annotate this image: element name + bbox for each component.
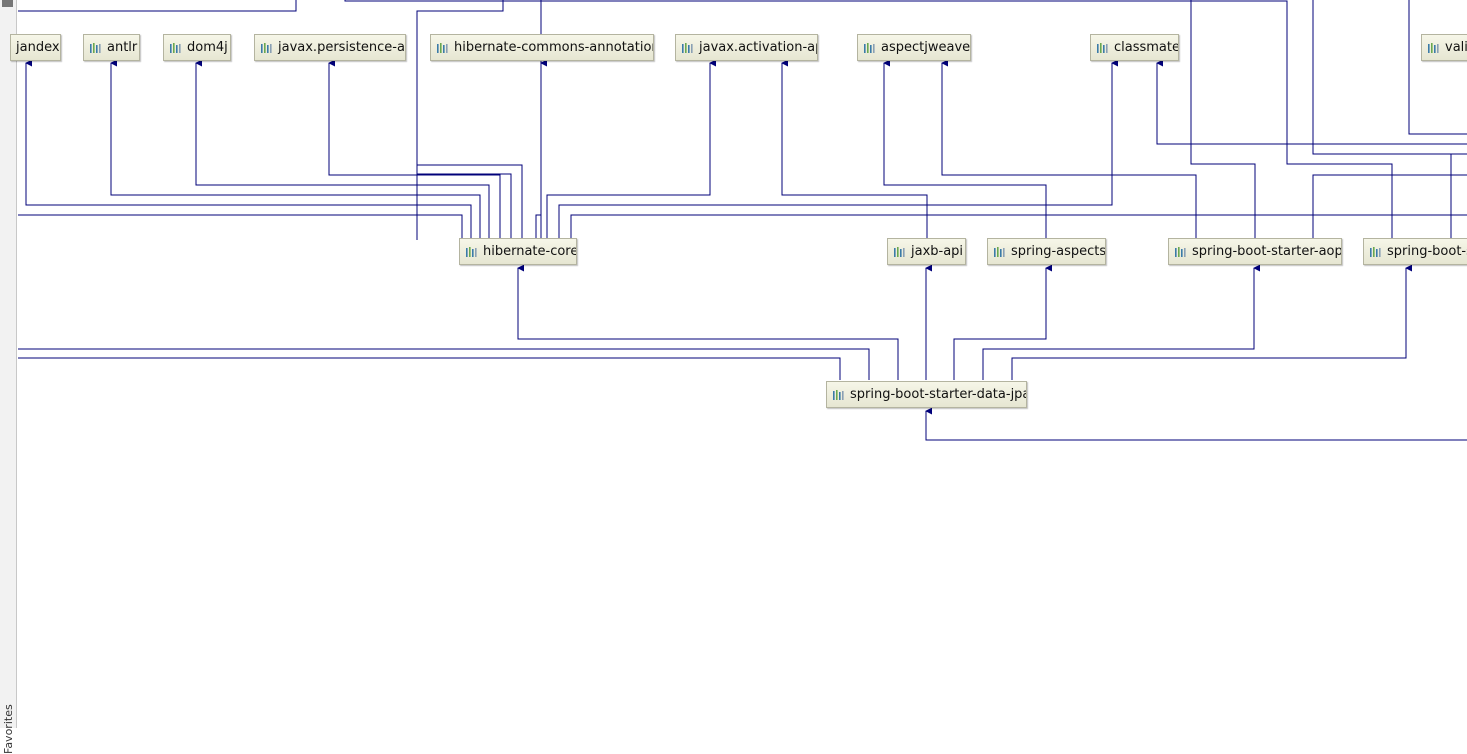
library-bars-icon	[1369, 246, 1383, 258]
library-bars-icon	[465, 246, 479, 258]
library-bars-icon	[993, 246, 1007, 258]
node-label: vali	[1445, 40, 1467, 55]
library-bars-icon	[89, 42, 103, 54]
library-bars-icon	[1427, 42, 1441, 54]
edge	[417, 164, 523, 240]
edge	[558, 59, 1119, 240]
edge	[781, 59, 928, 240]
edge	[18, 357, 841, 380]
strip-tab-marker	[2, 0, 13, 7]
node-spring-boot-starter-aop[interactable]: spring-boot-starter-aop	[1168, 238, 1342, 265]
edge	[941, 59, 1197, 240]
library-bars-icon	[832, 389, 846, 401]
library-bars-icon	[893, 246, 907, 258]
edge	[328, 59, 501, 240]
edge	[416, 164, 512, 240]
edge	[416, 0, 504, 240]
node-label: jandex	[16, 40, 60, 55]
node-spring-boot-partial[interactable]: spring-boot-s	[1363, 238, 1467, 265]
node-jandex[interactable]: jandex	[10, 34, 61, 61]
node-label: spring-boot-starter-data-jpa	[850, 387, 1027, 402]
edge	[1156, 59, 1467, 145]
node-javax-activation-api[interactable]: javax.activation-api	[675, 34, 818, 61]
edge	[535, 59, 548, 240]
edge	[953, 264, 1053, 380]
library-bars-icon	[169, 42, 183, 54]
node-label: spring-boot-s	[1387, 244, 1467, 259]
node-label: spring-aspects	[1011, 244, 1106, 259]
node-spring-aspects[interactable]: spring-aspects	[987, 238, 1106, 265]
node-label: antlr	[107, 40, 138, 55]
edge	[25, 59, 472, 240]
edge	[570, 214, 1467, 240]
node-label: dom4j	[187, 40, 228, 55]
node-antlr[interactable]: antlr	[83, 34, 140, 61]
library-bars-icon	[1096, 42, 1110, 54]
edge	[982, 264, 1261, 380]
edge	[517, 264, 899, 380]
node-spring-boot-starter-data-jpa[interactable]: spring-boot-starter-data-jpa	[826, 381, 1027, 408]
library-bars-icon	[863, 42, 877, 54]
library-bars-icon	[1174, 246, 1188, 258]
edge	[110, 59, 481, 240]
node-dom4j[interactable]: dom4j	[163, 34, 231, 61]
node-hibernate-core[interactable]: hibernate-core	[459, 238, 577, 265]
edge	[925, 407, 1467, 441]
node-label: javax.persistence-api	[278, 40, 406, 55]
edge	[1190, 0, 1256, 240]
node-label: jaxb-api	[911, 244, 964, 259]
favorites-side-strip: Favorites	[0, 0, 17, 754]
edge	[18, 0, 297, 12]
edge	[195, 59, 490, 240]
edge	[1011, 264, 1413, 380]
edge	[546, 59, 717, 240]
edge	[1312, 0, 1467, 155]
edge	[18, 214, 463, 240]
node-label: classmate	[1114, 40, 1179, 55]
dependency-diagram: jandex antlr dom4j javax.persistence-api…	[10, 0, 1467, 441]
dependency-edges	[18, 0, 1467, 441]
node-javax-persistence-api[interactable]: javax.persistence-api	[254, 34, 406, 61]
node-label: javax.activation-api	[699, 40, 818, 55]
node-label: spring-boot-starter-aop	[1192, 244, 1342, 259]
node-label: hibernate-commons-annotations	[454, 40, 654, 55]
library-bars-icon	[681, 42, 695, 54]
node-label: aspectjweaver	[881, 40, 971, 55]
node-classmate[interactable]: classmate	[1090, 34, 1179, 61]
node-jaxb-api[interactable]: jaxb-api	[887, 238, 966, 265]
node-aspectjweaver[interactable]: aspectjweaver	[857, 34, 971, 61]
node-hibernate-commons-annotations[interactable]: hibernate-commons-annotations	[430, 34, 654, 61]
library-bars-icon	[436, 42, 450, 54]
edge	[1408, 0, 1467, 135]
node-label: hibernate-core	[483, 244, 577, 259]
edge	[344, 0, 1393, 240]
edge	[883, 59, 1047, 240]
edge	[18, 348, 870, 380]
edge	[1312, 174, 1467, 240]
library-bars-icon	[260, 42, 274, 54]
node-validation-partial[interactable]: vali	[1421, 34, 1467, 61]
